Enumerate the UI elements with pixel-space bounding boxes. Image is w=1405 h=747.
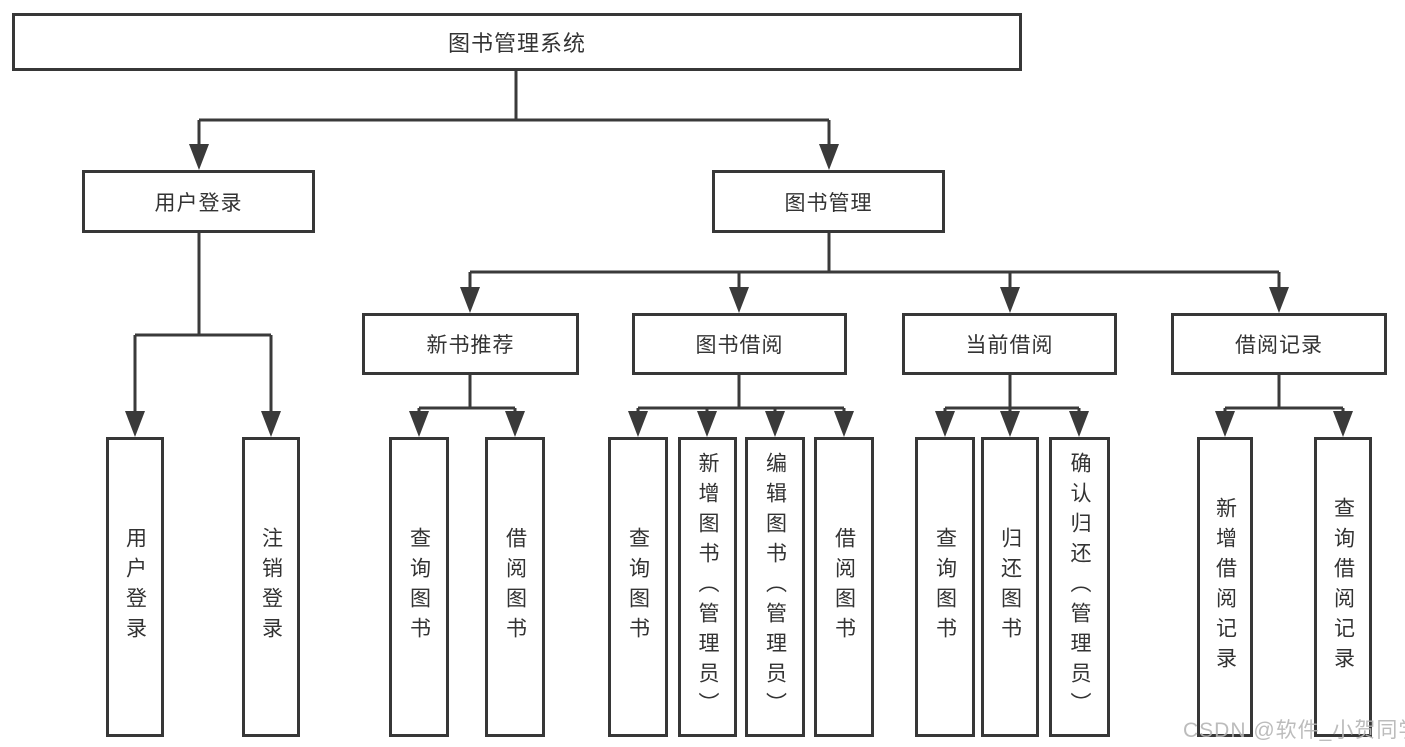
node-book-management: 图书管理 (712, 170, 945, 233)
leaf-user-login: 用户登录 (106, 437, 164, 737)
node-user-login: 用户登录 (82, 170, 315, 233)
leaf-borrow-books-newbooks: 借阅图书 (485, 437, 545, 737)
leaf-confirm-return-admin: 确认归还（管理员） (1049, 437, 1110, 737)
leaf-query-books-current: 查询图书 (915, 437, 975, 737)
node-new-book-recommendation: 新书推荐 (362, 313, 579, 375)
node-book-borrowing: 图书借阅 (632, 313, 847, 375)
leaf-query-books-newbooks: 查询图书 (389, 437, 449, 737)
leaf-borrow-books-borrowing: 借阅图书 (814, 437, 874, 737)
leaf-edit-book-admin: 编辑图书（管理员） (745, 437, 805, 737)
node-library-management-system: 图书管理系统 (12, 13, 1022, 71)
leaf-query-borrow-record: 查询借阅记录 (1314, 437, 1372, 737)
leaf-add-book-admin: 新增图书（管理员） (678, 437, 737, 737)
node-borrow-records: 借阅记录 (1171, 313, 1387, 375)
leaf-add-borrow-record: 新增借阅记录 (1197, 437, 1253, 737)
leaf-logout: 注销登录 (242, 437, 300, 737)
leaf-query-books-borrowing: 查询图书 (608, 437, 668, 737)
node-current-borrowing: 当前借阅 (902, 313, 1117, 375)
leaf-return-book: 归还图书 (981, 437, 1039, 737)
csdn-watermark: CSDN @软件_小贺同学 (1183, 719, 1405, 742)
